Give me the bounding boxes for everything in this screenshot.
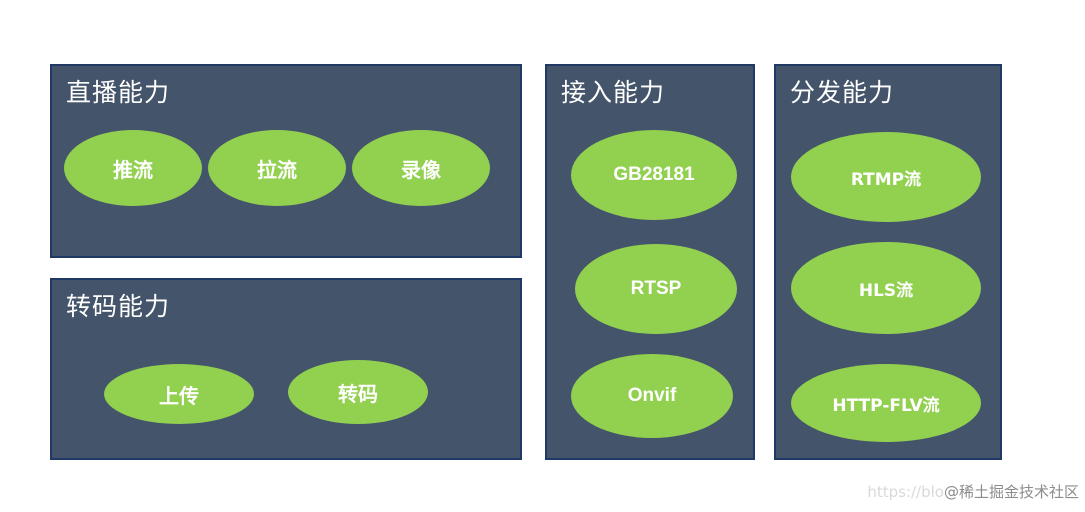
panel-distribution: 分发能力 RTMP流 HLS流 HTTP-FLV流 [774, 64, 1002, 460]
panel-live: 直播能力 推流 拉流 录像 [50, 64, 522, 258]
panel-transcode: 转码能力 上传 转码 [50, 278, 522, 460]
oval-record: 录像 [352, 130, 490, 206]
panel-access-title: 接入能力 [561, 78, 666, 107]
panel-live-title: 直播能力 [66, 78, 171, 107]
oval-rtsp: RTSP [575, 244, 737, 334]
oval-onvif: Onvif [571, 354, 733, 438]
oval-push-stream: 推流 [64, 130, 202, 206]
panel-distribution-title: 分发能力 [790, 78, 895, 107]
oval-http-flv-stream: HTTP-FLV流 [791, 364, 981, 442]
oval-hls-stream: HLS流 [791, 242, 981, 334]
panel-access: 接入能力 GB28181 RTSP Onvif [545, 64, 755, 460]
watermark-brand: @稀土掘金技术社区 [943, 483, 1079, 501]
panel-transcode-title: 转码能力 [66, 292, 171, 321]
oval-upload: 上传 [104, 364, 254, 424]
oval-pull-stream: 拉流 [208, 130, 346, 206]
watermark: https://blo@稀土掘金技术社区 [867, 481, 1079, 502]
oval-transcode: 转码 [288, 360, 428, 424]
watermark-url: https://blo [867, 483, 944, 501]
oval-rtmp-stream: RTMP流 [791, 132, 981, 222]
oval-gb28181: GB28181 [571, 130, 737, 220]
